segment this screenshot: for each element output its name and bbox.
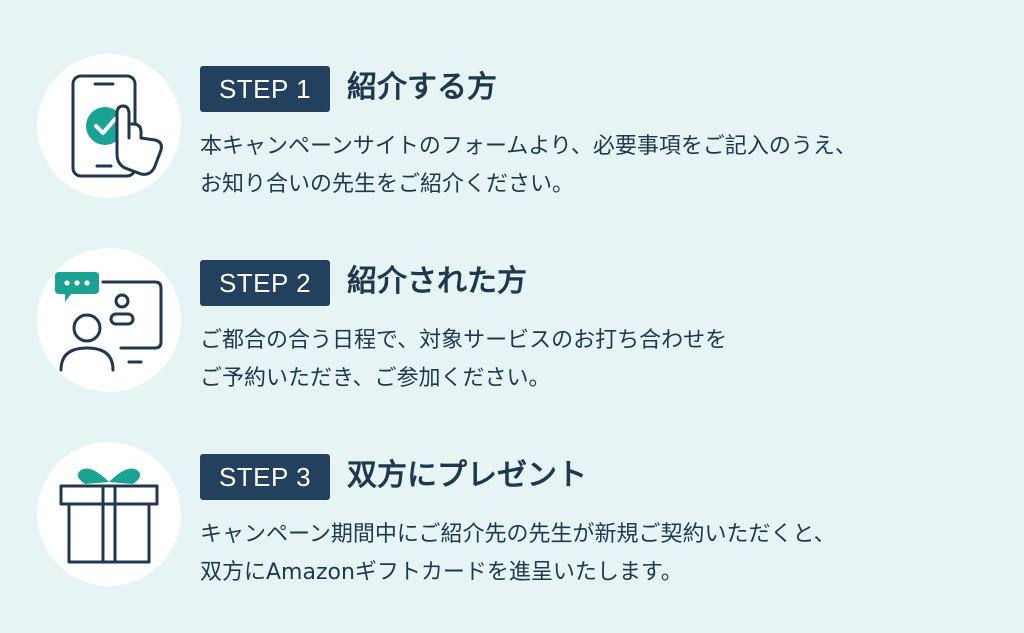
step-2: STEP 2 紹介された方 ご都合の合う日程で、対象サービスのお打ち合わせを ご… xyxy=(0,224,1024,414)
step-1: STEP 1 紹介する方 本キャンペーンサイトのフォームより、必要事項をご記入の… xyxy=(0,30,1024,220)
step-2-description-line: ご都合の合う日程で、対象サービスのお打ち合わせを xyxy=(200,328,728,353)
step-3: STEP 3 双方にプレゼント キャンペーン期間中にご紹介先の先生が新規ご契約い… xyxy=(0,418,1024,608)
step-3-title: 双方にプレゼント xyxy=(347,458,587,493)
step-1-title: 紹介する方 xyxy=(347,70,497,105)
step-1-description-line: 本キャンペーンサイトのフォームより、必要事項をご記入のうえ、 xyxy=(200,134,857,159)
video-meeting-icon xyxy=(55,272,163,372)
step-2-description: ご都合の合う日程で、対象サービスのお打ち合わせを ご予約いただき、ご参加ください… xyxy=(200,322,1010,398)
step-1-description-line: お知り合いの先生をご紹介ください。 xyxy=(200,172,575,197)
step-3-description-line: 双方にAmazonギフトカードを進呈いたします。 xyxy=(200,560,683,585)
smartphone-tap-check-icon xyxy=(71,74,163,178)
step-1-icon-circle xyxy=(37,54,181,198)
step-2-description-line: ご予約いただき、ご参加ください。 xyxy=(200,366,551,391)
step-2-title: 紹介された方 xyxy=(347,264,527,299)
step-3-description: キャンペーン期間中にご紹介先の先生が新規ご契約いただくと、 双方にAmazonギ… xyxy=(200,516,1010,592)
step-3-badge: STEP 3 xyxy=(200,454,330,500)
step-2-icon-circle xyxy=(37,248,181,392)
step-3-description-line: キャンペーン期間中にご紹介先の先生が新規ご契約いただくと、 xyxy=(200,522,836,547)
gift-box-icon xyxy=(59,468,159,564)
step-3-icon-circle xyxy=(37,442,181,586)
step-1-description: 本キャンペーンサイトのフォームより、必要事項をご記入のうえ、 お知り合いの先生を… xyxy=(200,128,1010,204)
step-1-badge: STEP 1 xyxy=(200,66,330,112)
step-2-badge: STEP 2 xyxy=(200,260,330,306)
